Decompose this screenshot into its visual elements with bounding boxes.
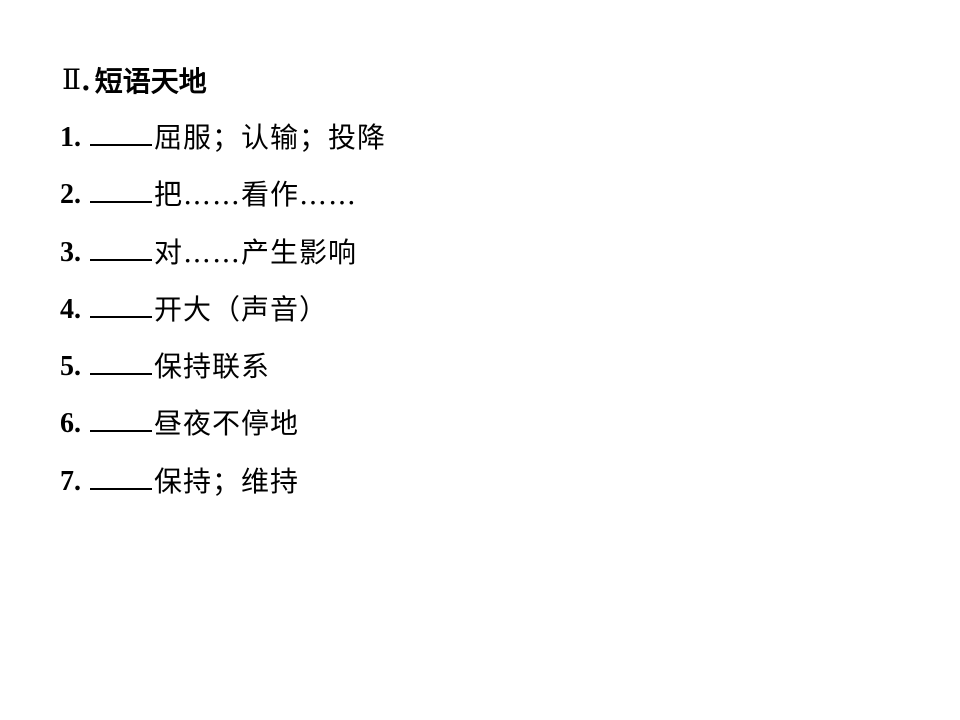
section-separator: . [81,63,91,97]
item-meaning: 保持联系 [154,350,271,384]
section-roman-numeral: Ⅱ [62,65,82,96]
phrase-list: 1. 屈服；认输；投降 2. 把……看作…… 3. 对……产生影响 4. 开大（… [60,116,386,517]
list-item: 7. 保持；维持 [60,460,386,517]
item-number: 1. [60,122,81,153]
list-item: 5. 保持联系 [60,345,386,402]
item-meaning: 把……看作…… [154,178,358,212]
item-meaning: 屈服；认输；投降 [154,121,387,154]
item-number: 7. [60,465,81,497]
answer-blank [90,345,152,376]
section-title: 短语天地 [94,65,207,98]
answer-blank [90,173,152,204]
item-number: 6. [60,408,81,440]
item-meaning: 保持；维持 [154,464,300,498]
list-item: 6. 昼夜不停地 [60,402,386,459]
list-item: 3. 对……产生影响 [60,231,386,288]
answer-blank [90,288,152,318]
answer-blank [90,402,152,433]
answer-blank [90,460,152,490]
list-item: 1. 屈服；认输；投降 [60,116,386,173]
answer-blank [90,116,152,146]
item-number: 2. [60,179,81,211]
item-number: 3. [60,236,81,268]
list-item: 2. 把……看作…… [60,173,386,230]
item-meaning: 昼夜不停地 [154,407,300,441]
section-heading: Ⅱ . 短语天地 [62,58,207,102]
item-number: 4. [60,293,81,325]
list-item: 4. 开大（声音） [60,288,386,345]
answer-blank [90,231,152,261]
item-meaning: 开大（声音） [154,292,329,326]
item-number: 5. [60,351,81,383]
item-meaning: 对……产生影响 [154,235,358,269]
